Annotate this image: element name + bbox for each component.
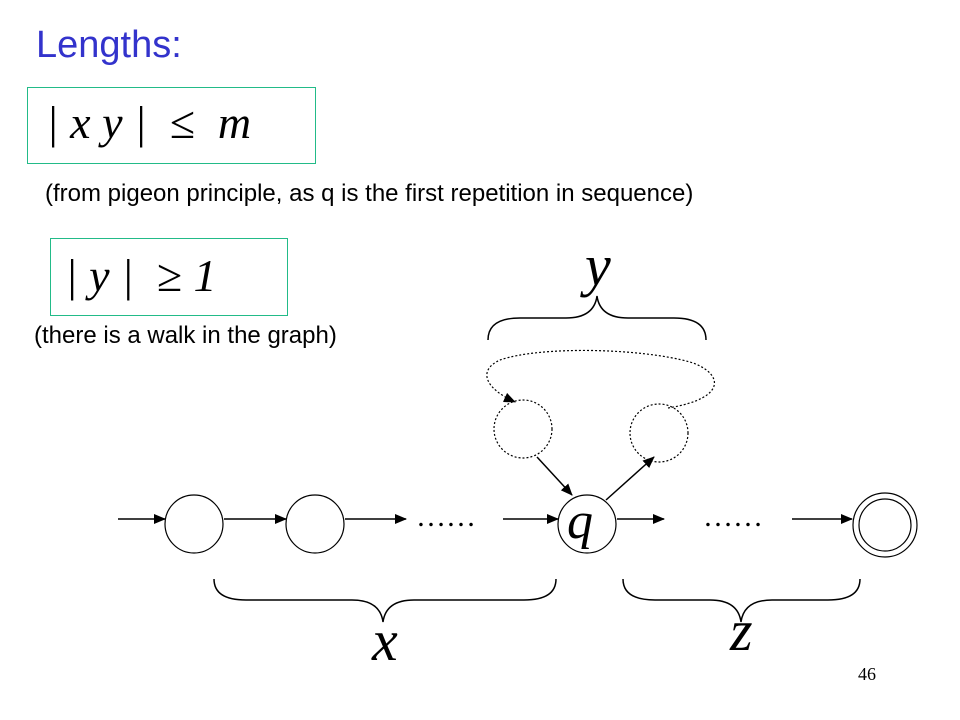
- brace-z: [622, 578, 861, 623]
- loop-state-left: [493, 399, 553, 459]
- state-1: [164, 494, 224, 554]
- formula-y-ge-1: | y | ≥ 1: [65, 250, 217, 301]
- note-walk: (there is a walk in the graph): [34, 322, 337, 349]
- edge-loop-to-q: [536, 456, 573, 496]
- brace-y: [487, 295, 707, 341]
- state-q: [557, 494, 617, 554]
- loop-state-right: [629, 403, 689, 463]
- loop-arc: [486, 349, 715, 409]
- state-q-label: q: [567, 493, 593, 550]
- final-state-outer: [852, 492, 918, 558]
- ellipsis-left: ……: [416, 500, 476, 533]
- state-2: [285, 494, 345, 554]
- brace-label-x: x: [371, 608, 398, 673]
- ellipsis-right: ……: [703, 500, 763, 533]
- final-state-inner: [858, 498, 912, 552]
- note-pigeon: (from pigeon principle, as q is the firs…: [45, 180, 694, 207]
- brace-label-z: z: [729, 598, 753, 663]
- brace-label-y: y: [580, 233, 611, 298]
- formula-xy-le-m: | x y | ≤ m: [46, 97, 252, 148]
- page-number: 46: [858, 664, 876, 684]
- slide-title: Lengths:: [36, 24, 182, 66]
- formula-box-xy: | x y | ≤ m: [27, 87, 316, 164]
- formula-box-y: | y | ≥ 1: [50, 238, 288, 316]
- brace-x: [213, 578, 557, 623]
- edge-q-to-loop: [605, 456, 655, 501]
